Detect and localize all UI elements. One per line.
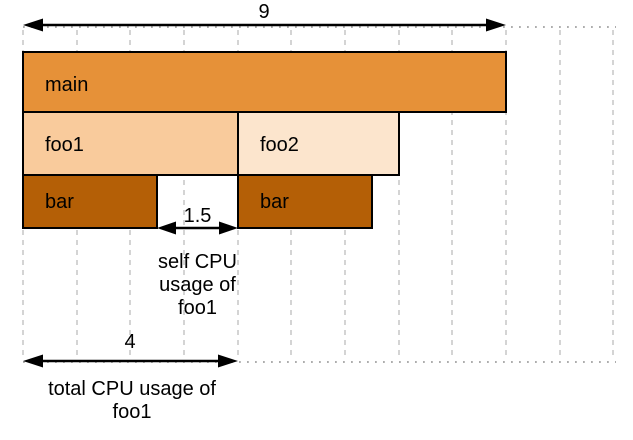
- frame-bar-right: bar: [237, 174, 373, 229]
- total-usage-caption-line1: total CPU usage of: [48, 378, 216, 400]
- self-usage-caption-line3: foo1: [178, 297, 217, 319]
- frame-bar-left: bar: [22, 174, 158, 229]
- self-usage-value: 1.5: [184, 205, 212, 227]
- arrowhead-right-icon: [218, 354, 238, 368]
- frame-main-label: main: [45, 74, 88, 96]
- arrowhead-left-icon: [23, 18, 43, 32]
- total-width-arrow: 9: [23, 1, 506, 32]
- self-usage-arrow: 1.5 self CPU usage of foo1: [157, 205, 238, 319]
- frame-bar-right-label: bar: [260, 191, 289, 213]
- frame-foo1: foo1: [22, 111, 239, 176]
- arrowhead-right-icon: [486, 18, 506, 32]
- frame-main-rect: [22, 51, 507, 113]
- frame-bar-right-rect: [237, 174, 373, 229]
- frame-main: main: [22, 51, 507, 113]
- frame-foo1-label: foo1: [45, 134, 84, 156]
- total-width-value: 9: [258, 1, 269, 23]
- frame-bar-left-rect: [22, 174, 158, 229]
- self-usage-caption-line2: usage of: [159, 274, 236, 296]
- arrowhead-left-icon: [23, 354, 43, 368]
- arrowhead-left-icon: [157, 221, 176, 235]
- self-usage-caption-line1: self CPU: [158, 251, 237, 273]
- frame-foo2: foo2: [237, 111, 400, 176]
- frame-bar-left-label: bar: [45, 191, 74, 213]
- total-usage-value: 4: [124, 331, 135, 353]
- arrowhead-right-icon: [219, 221, 238, 235]
- total-usage-caption-line2: foo1: [113, 401, 152, 423]
- total-usage-arrow: 4 total CPU usage of foo1: [23, 331, 238, 423]
- frame-foo2-label: foo2: [260, 134, 299, 156]
